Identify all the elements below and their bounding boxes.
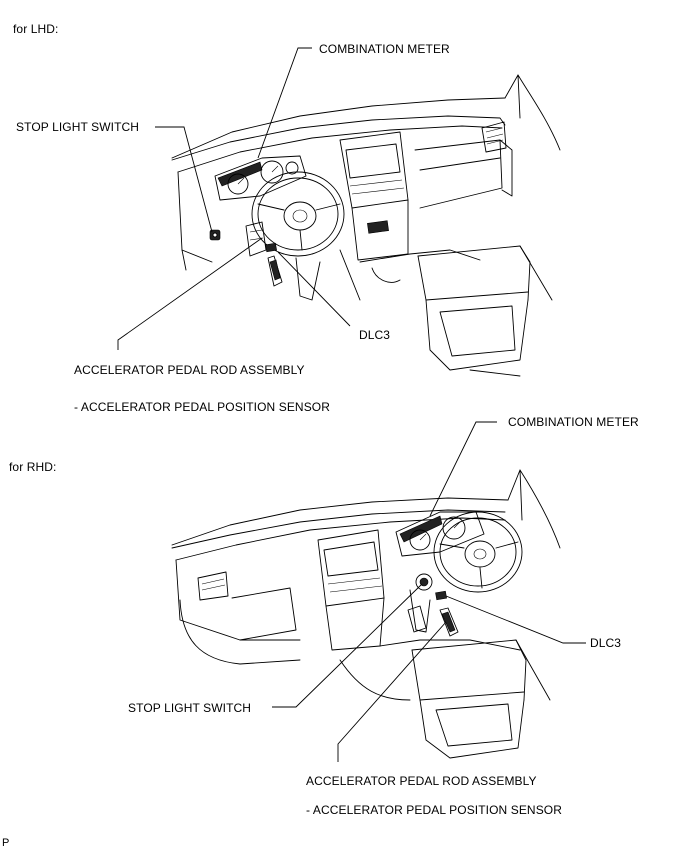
lhd-accelerator-pedal-position-sensor-label: - ACCELERATOR PEDAL POSITION SENSOR	[74, 400, 331, 414]
rhd-dlc3-connector	[435, 590, 447, 601]
rhd-accelerator-pedal-rod-assembly-label: ACCELERATOR PEDAL ROD ASSEMBLY	[306, 774, 537, 788]
lhd-dlc3-label: DLC3	[359, 328, 391, 342]
rhd-combination-meter-label: COMBINATION METER	[508, 415, 639, 429]
rhd-steering-wheel	[433, 511, 523, 593]
lhd-stop-light-switch-label: STOP LIGHT SWITCH	[16, 120, 140, 134]
lhd-combination-meter	[214, 155, 307, 201]
lhd-combination-meter-label: COMBINATION METER	[319, 42, 450, 56]
rhd-stop-light-switch-label: STOP LIGHT SWITCH	[128, 701, 252, 715]
footer-mark: P	[2, 837, 10, 849]
lhd-stop-light-switch	[209, 229, 221, 241]
rhd-accelerator-pedal-position-sensor-label: - ACCELERATOR PEDAL POSITION SENSOR	[306, 803, 563, 817]
rhd-dlc3-label: DLC3	[590, 636, 622, 650]
lhd-accelerator-pedal	[245, 221, 283, 287]
lhd-accelerator-pedal-rod-assembly-label: ACCELERATOR PEDAL ROD ASSEMBLY	[74, 363, 305, 377]
rhd-combination-meter	[395, 511, 485, 557]
lhd-dashboard-illustration	[171, 74, 561, 377]
lhd-section-label: for LHD:	[13, 22, 59, 36]
lhd-dlc3-connector	[265, 242, 277, 253]
rhd-dashboard-illustration	[171, 469, 561, 759]
rhd-section-label: for RHD:	[9, 460, 57, 474]
lhd-steering-wheel	[251, 171, 345, 301]
rhd-accelerator-pedal	[407, 605, 459, 637]
